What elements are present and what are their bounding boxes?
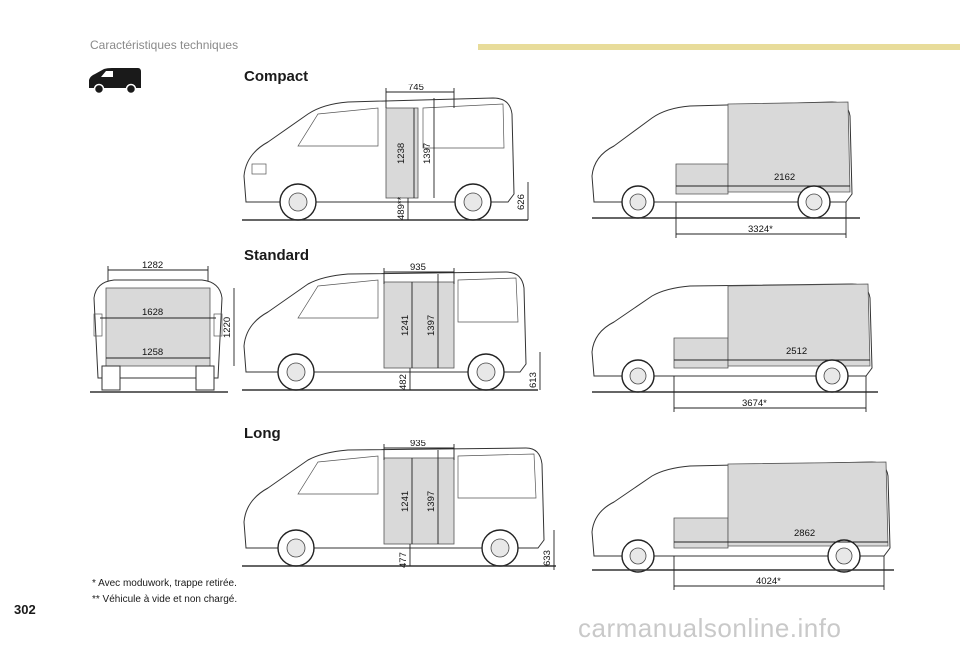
long-height-inner-label: 1241 xyxy=(400,491,411,512)
standard-height-inner-label: 1241 xyxy=(400,315,411,336)
compact-total-length-label: 3324* xyxy=(748,224,773,235)
rear-max-width-label: 1628 xyxy=(142,307,163,318)
long-height-outer-label: 1397 xyxy=(426,491,437,512)
rear-view-diagram: 1282 1628 1258 1220 xyxy=(90,260,235,393)
rear-floor-width-label: 1258 xyxy=(142,347,163,358)
standard-cargo-diagram: 2512 3674* xyxy=(591,283,878,412)
rear-height-label: 1220 xyxy=(222,317,233,338)
long-total-length-label: 4024* xyxy=(756,576,781,587)
standard-height-outer-label: 1397 xyxy=(426,315,437,336)
header-accent-bar xyxy=(478,44,960,50)
van-silhouette-icon xyxy=(89,68,141,95)
long-floor-height-label: 477 xyxy=(398,552,409,568)
compact-cargo-diagram: 2162 3324* xyxy=(591,101,860,238)
compact-height-inner-label: 1238 xyxy=(396,143,407,164)
standard-floor-height-label: 482 xyxy=(398,374,409,390)
long-side-diagram: 935 1241 1397 477 633 xyxy=(242,440,556,570)
compact-height-outer-label: 1397 xyxy=(422,143,433,164)
long-rear-height-label: 633 xyxy=(542,550,553,566)
standard-door-width-label: 935 xyxy=(410,262,426,273)
compact-floor-length-label: 2162 xyxy=(774,172,795,183)
footnote-1: * Avec moduwork, trappe retirée. xyxy=(92,578,237,589)
standard-side-diagram: 935 1241 1397 482 613 xyxy=(242,262,541,391)
long-cargo-diagram: 2862 4024* xyxy=(591,461,894,590)
compact-rear-height-label: 626 xyxy=(516,194,527,210)
section-title-standard: Standard xyxy=(244,247,310,264)
standard-rear-height-label: 613 xyxy=(528,372,539,388)
standard-total-length-label: 3674* xyxy=(742,398,767,409)
long-door-width-label: 935 xyxy=(410,440,426,449)
standard-floor-length-label: 2512 xyxy=(786,346,807,357)
compact-side-diagram: 745 1238 1397 489** 626 xyxy=(242,84,529,221)
compact-floor-height-label: 489** xyxy=(396,196,407,220)
long-floor-length-label: 2862 xyxy=(794,528,815,539)
section-title-long: Long xyxy=(244,425,281,442)
watermark-text[interactable]: carmanualsonline.info xyxy=(578,613,842,643)
rear-top-width-label: 1282 xyxy=(142,260,163,271)
compact-door-width-label: 745 xyxy=(408,84,424,93)
page-header-title: Caractéristiques techniques xyxy=(90,38,239,52)
page-number: 302 xyxy=(14,602,36,617)
footnote-2: ** Véhicule à vide et non chargé. xyxy=(92,594,238,605)
section-title-compact: Compact xyxy=(244,68,309,85)
